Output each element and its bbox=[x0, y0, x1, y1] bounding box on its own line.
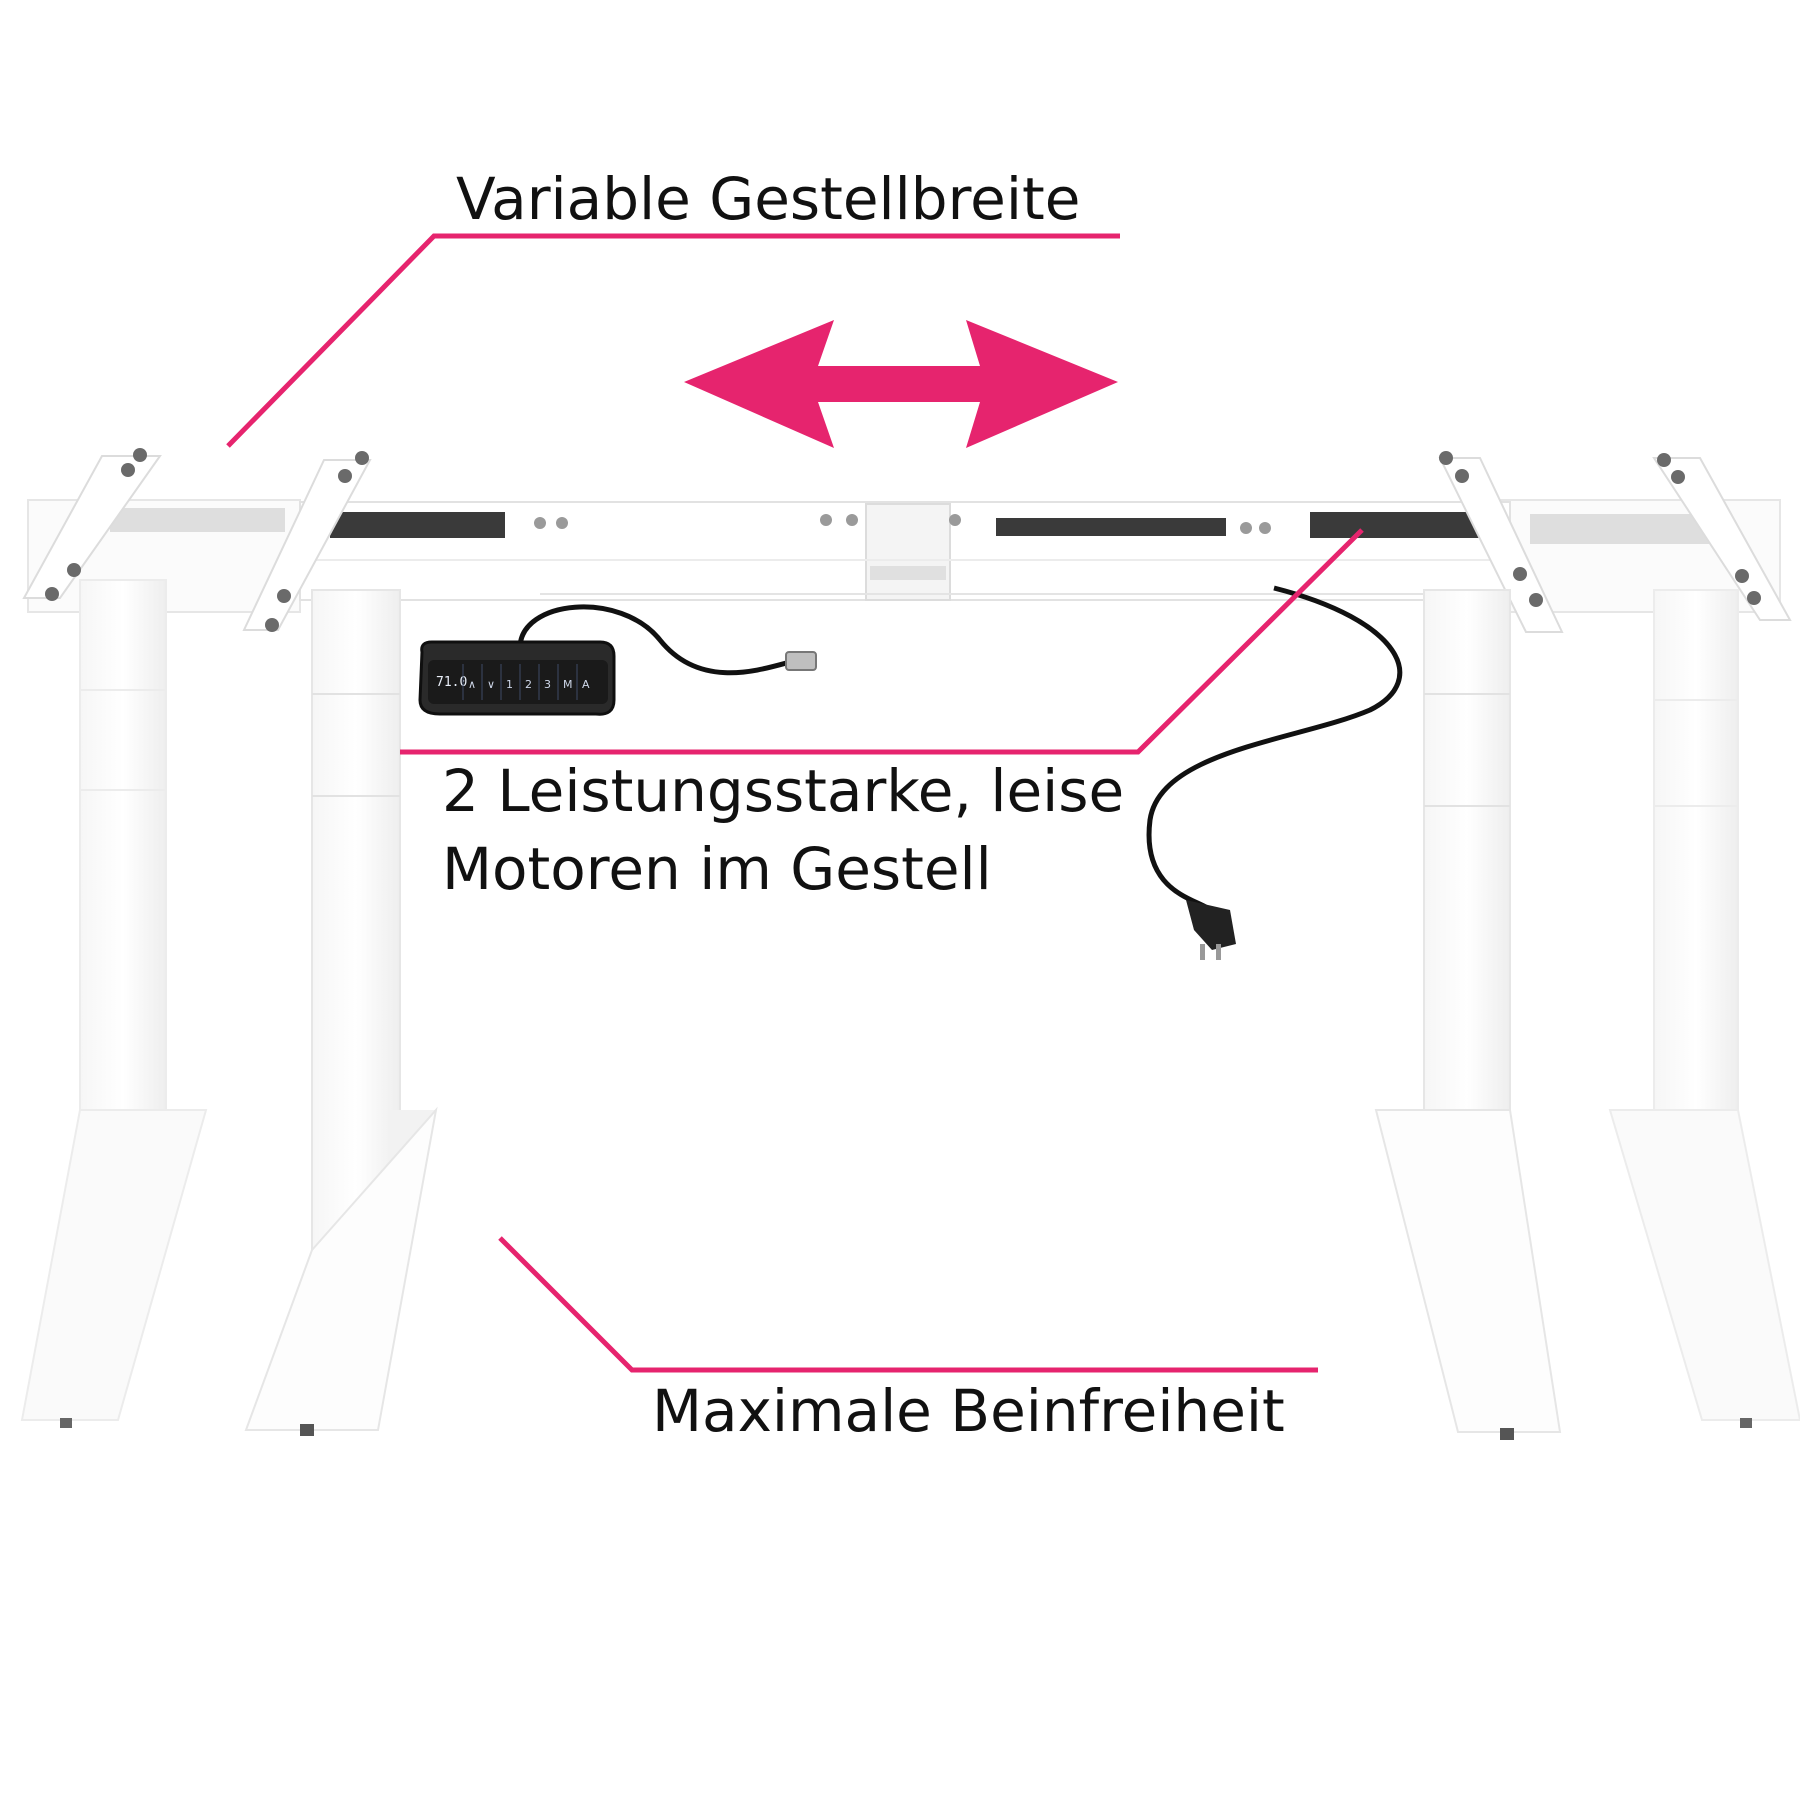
control-panel-display: 71.0 bbox=[436, 675, 467, 690]
back-legs bbox=[20, 579, 1800, 1421]
motor-recess-right bbox=[1310, 512, 1485, 538]
motor-recess-center bbox=[996, 518, 1226, 536]
annotation-motors-line2: Motoren im Gestell bbox=[442, 835, 992, 903]
control-panel-key: M bbox=[563, 678, 573, 691]
control-panel-key: ∧ bbox=[468, 678, 476, 691]
center-coupling bbox=[865, 503, 951, 601]
control-panel-key: A bbox=[582, 678, 590, 691]
power-plug-icon bbox=[1186, 900, 1236, 960]
callout-lines bbox=[226, 233, 1364, 1373]
callout-line-legroom bbox=[498, 1236, 1318, 1373]
double-arrow-horizontal-icon bbox=[684, 320, 1118, 448]
handset-cable bbox=[517, 604, 817, 676]
annotation-motors-line1: 2 Leistungsstarke, leise bbox=[442, 757, 1125, 825]
rj45-connector-icon bbox=[785, 651, 817, 671]
annotation-legroom: Maximale Beinfreiheit bbox=[652, 1377, 1285, 1445]
power-cable bbox=[1146, 585, 1403, 960]
callout-line-width bbox=[226, 233, 1120, 448]
motor-recess-left bbox=[330, 512, 505, 538]
annotation-motors: 2 Leistungsstarke, leise Motoren im Gest… bbox=[442, 752, 1124, 908]
mounting-brackets bbox=[22, 448, 1792, 633]
front-legs bbox=[60, 589, 1752, 1440]
callout-line-motors bbox=[400, 528, 1364, 755]
control-panel-key: 1 bbox=[506, 678, 513, 691]
control-panel-key: 2 bbox=[525, 678, 532, 691]
annotation-frame-width: Variable Gestellbreite bbox=[456, 165, 1081, 233]
control-panel-key: ∨ bbox=[487, 678, 495, 691]
front-crossbar bbox=[299, 501, 1511, 601]
control-panel-key: 3 bbox=[544, 678, 551, 691]
